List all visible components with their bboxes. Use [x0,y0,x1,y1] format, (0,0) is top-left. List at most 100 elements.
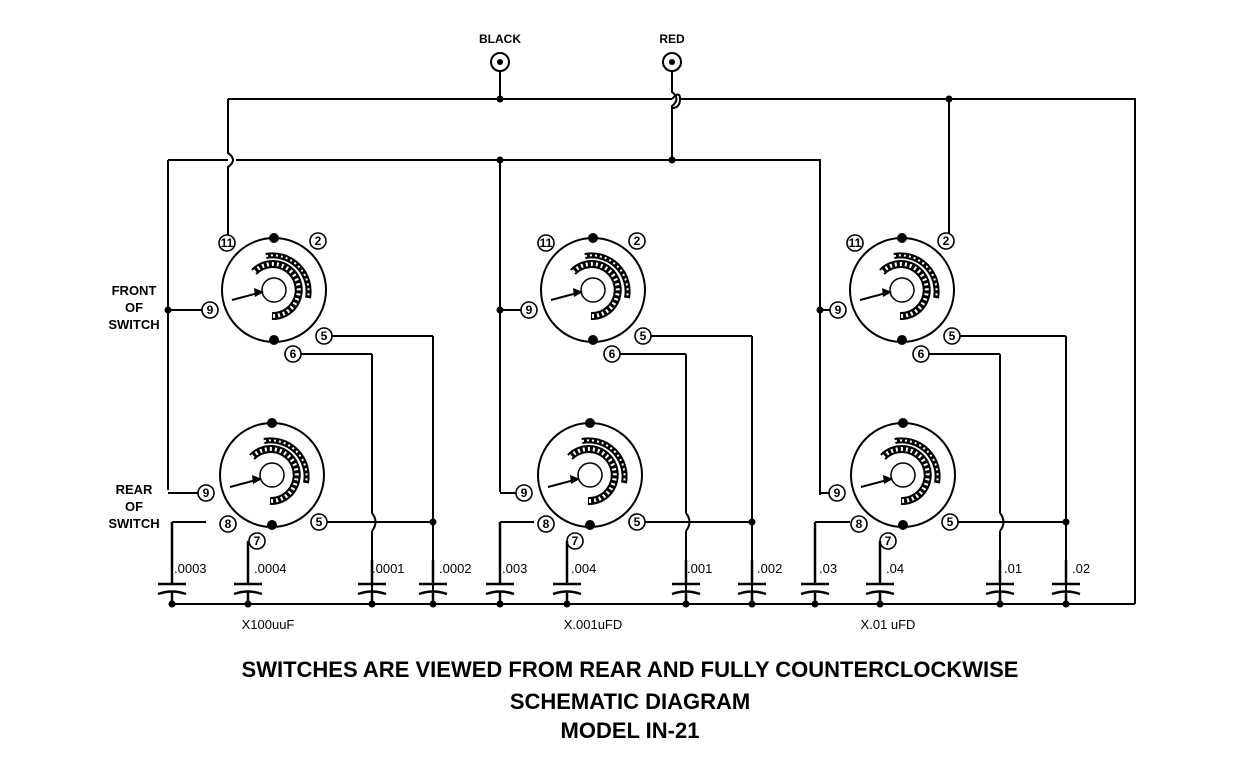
junction-dot [496,306,504,314]
front-switch-wafer [540,233,646,345]
svg-text:5: 5 [321,329,328,343]
pin-6-terminal: 6 [912,345,930,363]
multiplier-label: X100uuF [242,617,295,632]
pin-6-terminal: 6 [284,345,302,363]
svg-text:11: 11 [849,236,862,250]
pin-8-terminal: 8 [219,515,237,533]
pin-7-terminal: 7 [879,532,897,550]
pin-11-terminal: 11 [537,234,555,252]
black-terminal-label: BLACK [479,32,521,46]
wire [227,99,234,240]
svg-text:OF: OF [125,499,143,514]
pin-6-terminal: 6 [603,345,621,363]
pin-5-terminal: 5 [941,513,959,531]
junction-dot [811,600,819,608]
front-of-switch-label: FRONT OF SWITCH [108,283,159,332]
junction-dot [368,600,376,608]
capacitor [737,560,767,604]
wire [236,159,821,495]
junction-dot [496,156,504,164]
svg-text:SWITCH: SWITCH [108,516,159,531]
svg-text:9: 9 [203,486,210,500]
junction-dot [748,600,756,608]
pin-9-terminal: 9 [520,301,538,319]
junction-dot [996,600,1004,608]
pin-9-terminal: 9 [197,484,215,502]
cap-value-label: .0002 [439,561,472,576]
svg-text:OF: OF [125,300,143,315]
capacitor [357,560,387,604]
junction-dot [1062,518,1070,526]
junction-dot [668,156,676,164]
caption-model: MODEL IN-21 [560,718,700,743]
rear-of-switch-label: REAR OF SWITCH [108,482,159,531]
pin-9-terminal: 9 [828,484,846,502]
svg-text:11: 11 [221,236,234,250]
pin-2-terminal: 2 [628,232,646,250]
caption-viewing-note: SWITCHES ARE VIEWED FROM REAR AND FULLY … [241,657,1019,682]
pin-2-terminal: 2 [937,232,955,250]
svg-text:7: 7 [254,534,261,548]
junction-dot [816,306,824,314]
rear-switch-wafer [850,418,956,530]
wire [671,70,678,160]
cap-value-label: .03 [819,561,837,576]
multiplier-label: X.001uFD [564,617,623,632]
cap-value-label: .01 [1004,561,1022,576]
junction-dot [496,600,504,608]
junction-dot [1062,600,1070,608]
svg-text:5: 5 [947,515,954,529]
svg-text:REAR: REAR [116,482,153,497]
junction-dot [682,600,690,608]
junction-dot [748,518,756,526]
svg-text:2: 2 [943,234,950,248]
pin-9-terminal: 9 [829,301,847,319]
svg-text:9: 9 [207,303,214,317]
cap-value-label: .02 [1072,561,1090,576]
rear-switch-wafer [219,418,325,530]
svg-text:FRONT: FRONT [112,283,157,298]
red-terminal-label: RED [659,32,685,46]
capacitor [233,541,263,604]
pin-5-terminal: 5 [628,513,646,531]
svg-text:5: 5 [316,515,323,529]
svg-text:9: 9 [521,486,528,500]
junction-dot [945,95,953,103]
caption-title: SCHEMATIC DIAGRAM [509,689,751,714]
svg-text:8: 8 [856,517,863,531]
junction-dot [168,600,176,608]
black-terminal [490,52,510,72]
red-terminal [662,52,682,72]
svg-text:2: 2 [315,234,322,248]
svg-text:SWITCH: SWITCH [108,317,159,332]
svg-text:11: 11 [540,236,553,250]
svg-text:6: 6 [918,347,925,361]
capacitor [800,522,830,604]
svg-text:8: 8 [225,517,232,531]
rear-switch-wafer [537,418,643,530]
pin-5-terminal: 5 [315,327,333,345]
junction-dot [496,95,504,103]
cap-value-label: .003 [502,561,527,576]
svg-text:9: 9 [835,303,842,317]
junction-dot [429,518,437,526]
front-switch-wafer [221,233,327,345]
svg-text:5: 5 [640,329,647,343]
svg-text:2: 2 [634,234,641,248]
pin-5-terminal: 5 [943,327,961,345]
cap-value-label: .04 [886,561,904,576]
svg-text:6: 6 [609,347,616,361]
svg-text:7: 7 [885,534,892,548]
cap-value-label: .001 [687,561,712,576]
pin-11-terminal: 11 [846,234,864,252]
front-switch-wafer [849,233,955,345]
svg-text:6: 6 [290,347,297,361]
junction-dot [164,306,172,314]
cap-value-label: .0001 [372,561,405,576]
cap-value-label: .0004 [254,561,287,576]
svg-text:5: 5 [949,329,956,343]
pin-9-terminal: 9 [201,301,219,319]
wire [680,98,1136,604]
junction-dot [563,600,571,608]
